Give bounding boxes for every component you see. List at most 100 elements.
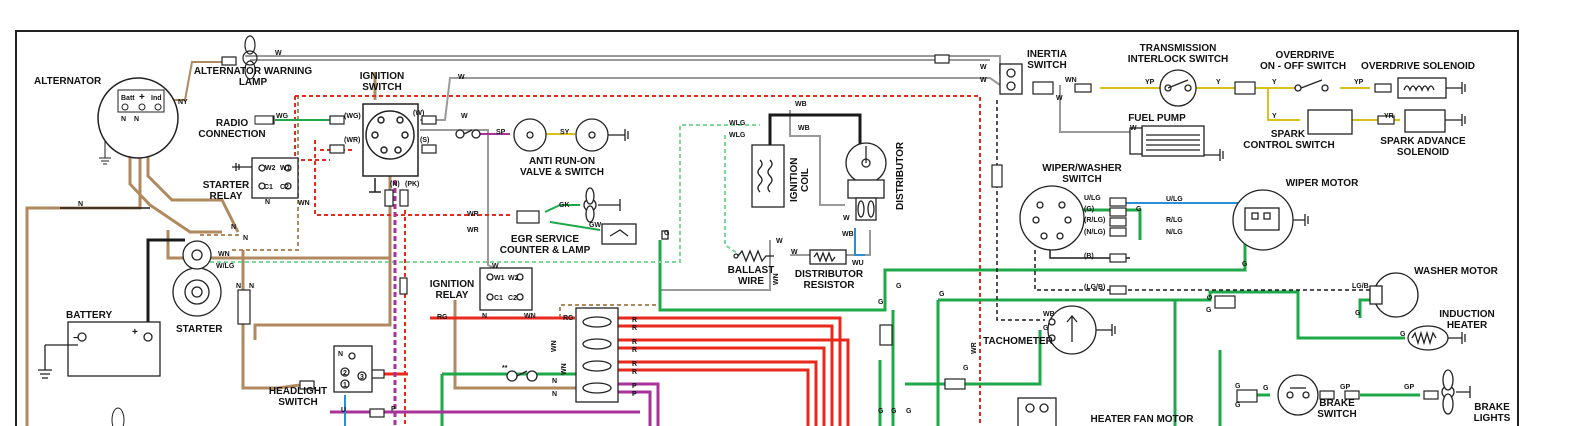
code-r: R [632, 369, 637, 376]
code-g-paren: (G) [1084, 206, 1094, 213]
connector [399, 277, 408, 295]
connector [421, 115, 437, 125]
code-g: G [1136, 206, 1142, 213]
wire-brown-2 [128, 112, 222, 234]
label-fuel-pump: FUEL PUMP [1128, 113, 1186, 124]
ignition-relay-symbol [479, 267, 533, 311]
label-brake-lights-1: BRAKE [1474, 402, 1510, 413]
code-w: W [461, 113, 468, 120]
anti-run-on-valve-symbol [455, 118, 629, 152]
label-transmission-1: TRANSMISSION [1140, 43, 1217, 54]
wiper-motor-symbol [1232, 189, 1309, 251]
wire-group-lightgreen [210, 124, 760, 263]
label-alternator-lamp-2: LAMP [239, 77, 268, 88]
code-g: G [1206, 307, 1212, 314]
heater-fan-motor-symbol [1017, 397, 1057, 426]
code-ulg-paren: U/LG [1084, 195, 1101, 202]
code-wr-paren: (WR) [344, 137, 360, 144]
headlight-switch-symbol [333, 345, 373, 393]
ignition-coil-symbol [751, 144, 785, 208]
code-n: N [243, 235, 248, 242]
code-w: W [980, 77, 987, 84]
code-s-paren: (S) [420, 137, 429, 144]
code-gk: GK [559, 202, 570, 209]
code-g: G [1400, 331, 1406, 338]
inertia-switch-symbol [999, 63, 1023, 95]
pin-c1: C1 [264, 184, 273, 191]
connector [1374, 83, 1392, 93]
label-wiper-switch-2: SWITCH [1062, 174, 1101, 185]
code-g: G [1242, 261, 1248, 268]
label-wiper-switch-1: WIPER/WASHER [1042, 163, 1122, 174]
code-ulg: U/LG [1166, 196, 1183, 203]
connector [1109, 227, 1127, 237]
label-alternator-lamp-1: ALTERNATOR WARNING [194, 66, 313, 77]
wire-battery [146, 238, 185, 328]
distributor-symbol [845, 142, 887, 221]
code-wlg2: WLG [729, 132, 746, 139]
connector [369, 408, 385, 418]
wire-r-6 [618, 368, 810, 426]
label-spark-advance-2: SOLENOID [1397, 147, 1449, 158]
connector [329, 144, 345, 154]
fuel-pump-symbol [1129, 125, 1224, 161]
label-inertia-2: SWITCH [1027, 60, 1066, 71]
code-wn: WN [524, 313, 536, 320]
code-wlg: W/LG [216, 263, 235, 270]
pin-plus: + [139, 92, 145, 103]
code-w: W [776, 238, 783, 245]
wire-brown-7 [453, 300, 580, 390]
wire-wu [854, 228, 865, 256]
code-gp: GP [1340, 384, 1350, 391]
code-wr: WR [467, 227, 479, 234]
label-radio-1: RADIO [216, 118, 248, 129]
code-y: Y [1272, 79, 1277, 86]
wire-group-green [440, 208, 1420, 426]
code-wn: WN [773, 273, 780, 285]
code-n-paren: (N) [390, 181, 400, 188]
connector [1109, 207, 1127, 217]
starter-symbol [172, 240, 222, 317]
code-wn: WN [1065, 77, 1077, 84]
code-w: W [980, 64, 987, 71]
code-g: G [1235, 383, 1241, 390]
label-ignition-relay-2: RELAY [436, 290, 469, 301]
code-n: N [338, 351, 343, 358]
wire-group-black [146, 113, 862, 328]
connector [1344, 390, 1360, 400]
label-ballast-1: BALLAST [728, 265, 775, 276]
code-wu: WU [852, 260, 864, 267]
wire-r-5 [618, 360, 818, 426]
code-w: W [492, 263, 499, 270]
label-anti-run-on-1: ANTI RUN-ON [529, 156, 595, 167]
wire-g-wiper [1075, 208, 1142, 240]
code-rg: RG [563, 315, 574, 322]
code-b-paren: (B) [1084, 253, 1094, 260]
label-transmission-2: INTERLOCK SWITCH [1128, 54, 1229, 65]
code-wn: WN [551, 340, 558, 352]
connector [1236, 389, 1258, 403]
pin-battery-plus: + [132, 327, 138, 338]
code-g: G [891, 408, 897, 415]
label-brake-lights-2: LIGHTS [1474, 413, 1511, 424]
code-wb: WB [1043, 311, 1055, 318]
label-ignition-coil-2: COIL [800, 168, 811, 192]
code-n: N [121, 116, 126, 123]
pin-w2: W2 [265, 165, 276, 172]
label-overdrive-switch-1: OVERDRIVE [1276, 50, 1335, 61]
wire-p-1 [618, 382, 660, 426]
code-wb: WB [798, 125, 810, 132]
label-ignition-switch-2: SWITCH [362, 82, 401, 93]
label-inertia-1: INERTIA [1027, 49, 1067, 60]
pin-hl-1: 1 [343, 382, 347, 389]
wire-lg-2 [724, 135, 741, 256]
code-gp: GP [1404, 384, 1414, 391]
label-egr-1: EGR SERVICE [511, 234, 579, 245]
brake-lights-symbol [1441, 369, 1471, 415]
label-overdrive-solenoid: OVERDRIVE SOLENOID [1361, 61, 1475, 72]
code-rlg: R/LG [1166, 217, 1183, 224]
code-nlg-paren: (N/LG) [1084, 229, 1105, 236]
washer-motor-symbol [1369, 272, 1419, 318]
label-washer-motor: WASHER MOTOR [1414, 266, 1498, 277]
code-y: Y [1272, 113, 1277, 120]
